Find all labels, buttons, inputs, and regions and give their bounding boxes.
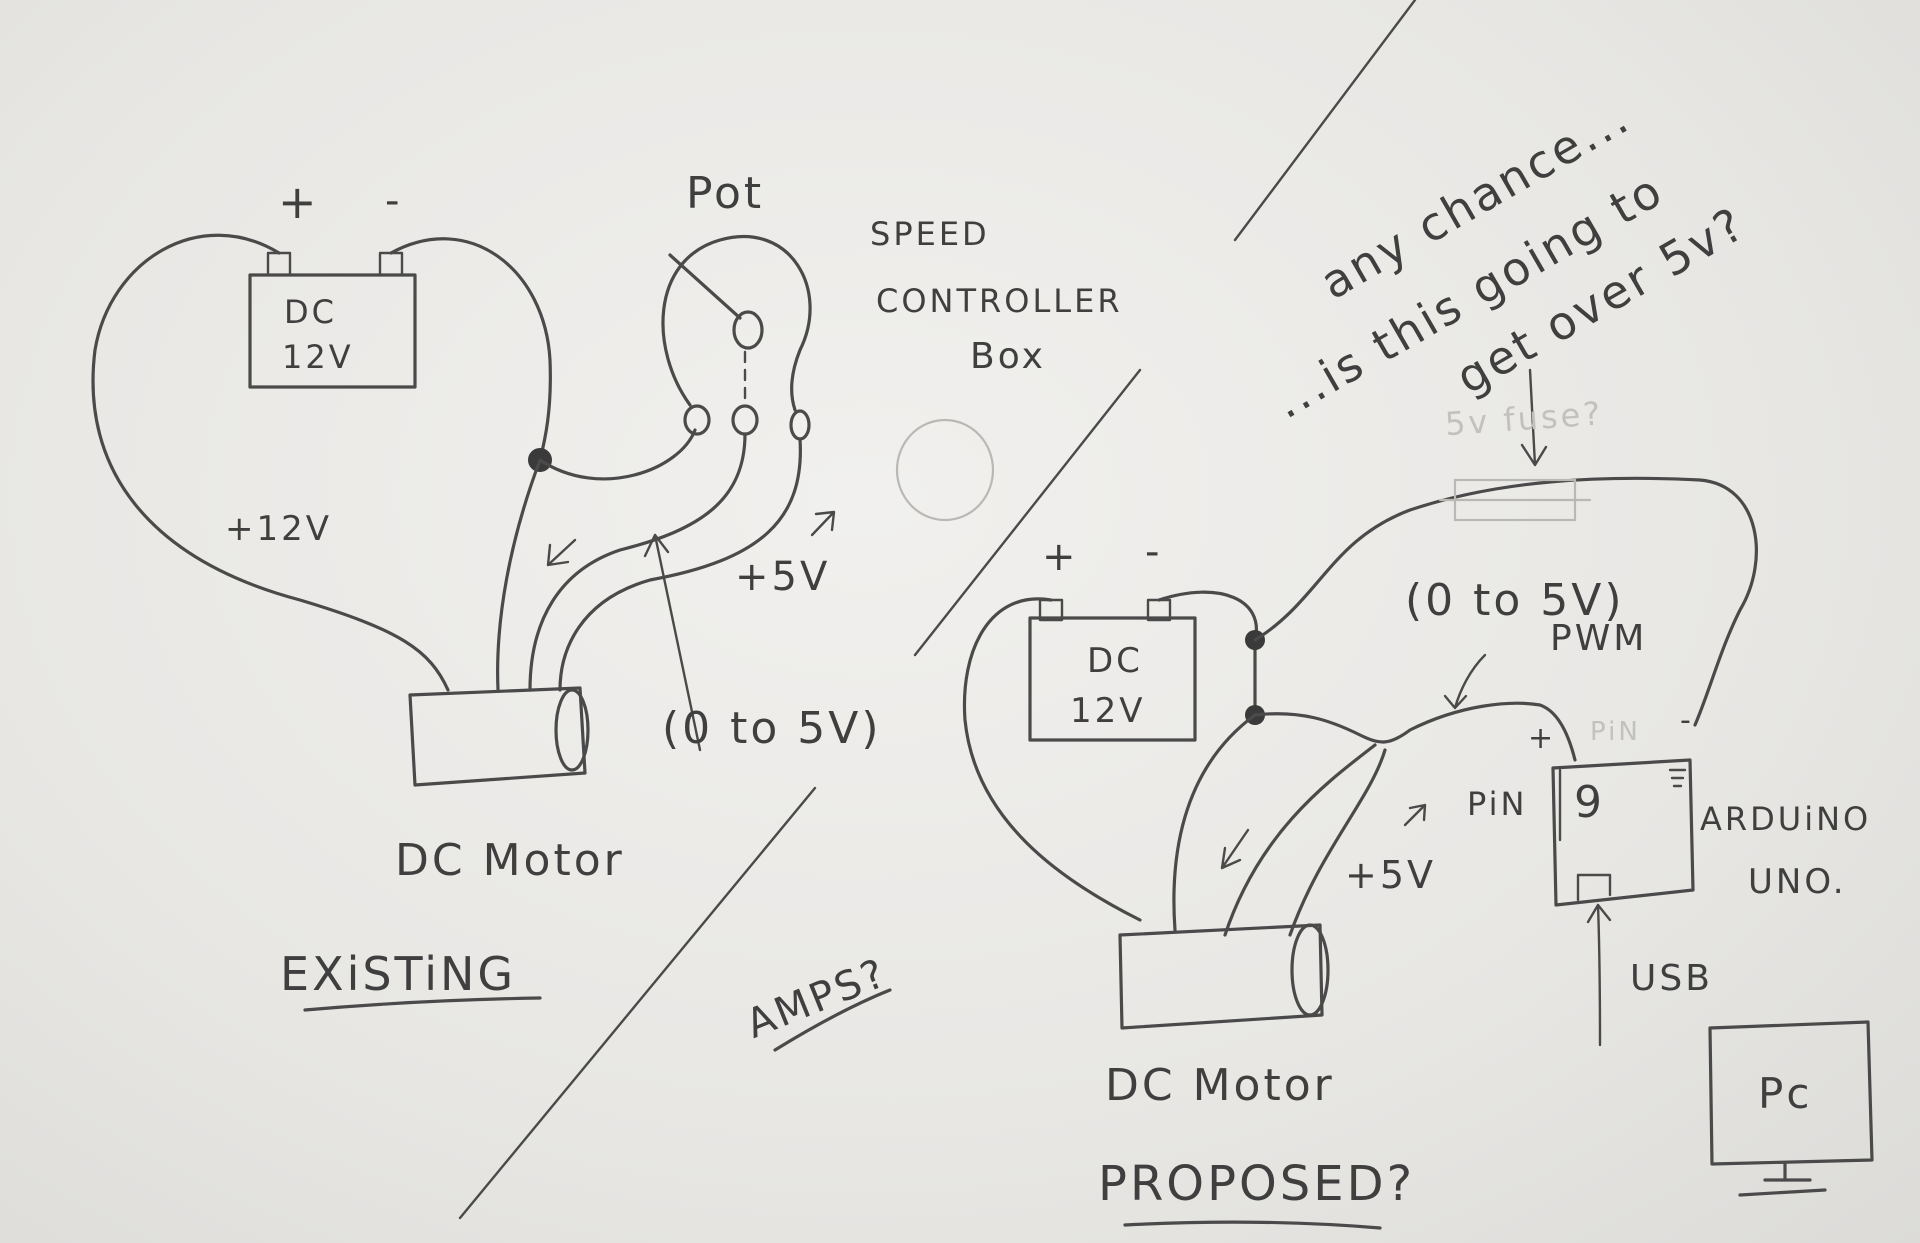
divider-middle [913,368,1142,657]
existing-battery-label-bottom: 12V [282,338,354,376]
proposed-wire-5v [1288,748,1387,937]
existing-wire-12v [91,233,450,692]
proposed-wire-12v [962,597,1142,922]
pot-knob [732,310,764,350]
existing-wire-ground-pot [538,428,697,481]
existing-signal-pointer [643,533,702,752]
arduino-ground-symbol [1668,768,1687,788]
existing-arrow-down [546,538,577,567]
pot-terminal-right [789,409,811,441]
fuse-pointer [1520,368,1548,467]
proposed-plus-sign: + [1042,534,1079,580]
proposed-label-5v: +5V [1345,853,1436,897]
proposed-wire-ground-motor [1172,713,1257,932]
speed-controller-label-3: Box [970,336,1046,377]
proposed-wire-pwm [1253,701,1577,762]
arduino-board [1551,758,1695,907]
proposed-wire-arduino-ground [1253,476,1758,727]
arduino-label-2: UNO. [1748,862,1847,902]
proposed-arduino-plus: + [1528,721,1556,756]
proposed-battery-label-top: DC [1087,641,1143,681]
existing-motor-end [554,688,590,772]
usb-pointer [1586,903,1612,1047]
proposed-label-pin-faint: PiN [1590,717,1641,747]
pc-stand [1738,1162,1827,1197]
proposed-wire-signal [1223,743,1377,937]
proposed-motor-body [1118,923,1324,1030]
usb-label: USB [1630,958,1713,999]
proposed-minus-sign: - [1145,529,1162,575]
proposed-motor-label: DC Motor [1105,1060,1335,1111]
proposed-battery-label-bottom: 12V [1070,691,1146,731]
existing-wire-5v [558,437,802,692]
existing-wire-ground-motor [496,458,542,692]
existing-arrow-up [810,510,836,537]
existing-wire-signal [528,432,747,692]
existing-motor-label: DC Motor [395,835,625,886]
proposed-label-signal: (0 to 5V) [1405,575,1625,626]
existing-battery-terminal-minus [378,251,404,277]
existing-plus-sign: + [278,175,320,229]
faint-circle-mark [895,418,995,522]
existing-battery-terminal-plus [266,251,292,277]
divider-top [1233,0,1417,242]
existing-motor-body [408,686,587,787]
speed-controller-label-1: SPEED [870,215,990,253]
speed-controller-label-2: CONTROLLER [876,282,1123,320]
faint-fuse-text: 5v fuse? [1444,394,1605,443]
pc-label: Pc [1758,1069,1812,1118]
existing-battery [248,273,417,389]
existing-label-signal: (0 to 5V) [662,703,882,754]
faint-fuse-note: 5v fuse? [1444,394,1605,443]
proposed-label-pwm: PWM [1550,618,1647,659]
existing-label-12v: +12V [225,509,332,549]
proposed-motor-end [1290,923,1330,1017]
pot-terminal-left [683,404,711,436]
proposed-label-pin: PiN [1467,785,1527,823]
existing-caption: EXiSTiNG [280,947,516,1001]
existing-label-5v: +5V [735,554,830,600]
proposed-diagram: DC 12V + - 9 P [962,368,1874,1230]
proposed-arrow-down [1220,828,1250,870]
proposed-caption: PROPOSED? [1098,1156,1415,1212]
existing-wire-negative [389,237,552,462]
divider-bottom [458,786,817,1220]
arduino-label-1: ARDUiNO [1700,800,1871,838]
existing-minus-sign: - [385,178,402,224]
pot-wiper [668,253,742,320]
existing-caption-underline [303,996,542,1012]
proposed-battery [1028,616,1197,742]
amps-note-underline [773,988,892,1052]
arduino-usb-port [1576,873,1612,902]
existing-battery-label-top: DC [284,293,337,331]
arduino-pin-number: 9 [1574,777,1605,828]
proposed-caption-underline [1123,1220,1382,1230]
pot-terminal-middle [731,404,759,436]
pwm-pointer [1443,653,1487,710]
proposed-arduino-minus: - [1680,703,1694,738]
existing-diagram: DC 12V + - Pot +12V +5V (0 [91,168,1123,1012]
pot-body [661,234,812,412]
pot-label: Pot [686,168,764,219]
proposed-wire-negative [1157,590,1258,717]
proposed-arrow-up [1403,803,1427,827]
pc-monitor [1708,1020,1874,1166]
